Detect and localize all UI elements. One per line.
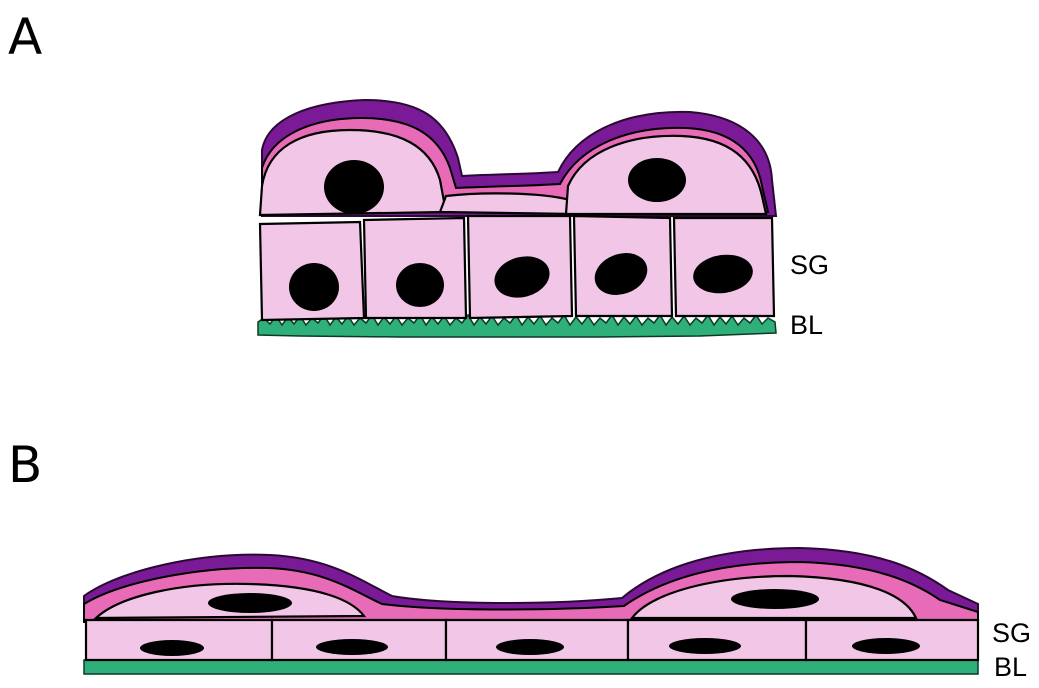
panel-b-nucleus bbox=[496, 639, 564, 655]
panel-b-nucleus bbox=[208, 593, 292, 613]
panel-b-basal-lamina bbox=[84, 660, 978, 674]
panel-a-superficial-cell-middle bbox=[440, 193, 574, 214]
panel-b-nucleus bbox=[669, 638, 741, 654]
panel-a-nucleus bbox=[324, 160, 384, 214]
panel-b-epithelium bbox=[84, 548, 978, 674]
panel-b-nucleus bbox=[852, 638, 920, 654]
panel-a-nucleus bbox=[396, 263, 444, 307]
panel-b-nucleus bbox=[316, 639, 388, 655]
panel-b-nucleus bbox=[731, 589, 819, 609]
panel-a-nucleus bbox=[289, 263, 339, 311]
panel-b-nucleus bbox=[140, 640, 204, 656]
panel-a-epithelium bbox=[258, 100, 776, 337]
panel-a-nucleus bbox=[628, 158, 686, 202]
